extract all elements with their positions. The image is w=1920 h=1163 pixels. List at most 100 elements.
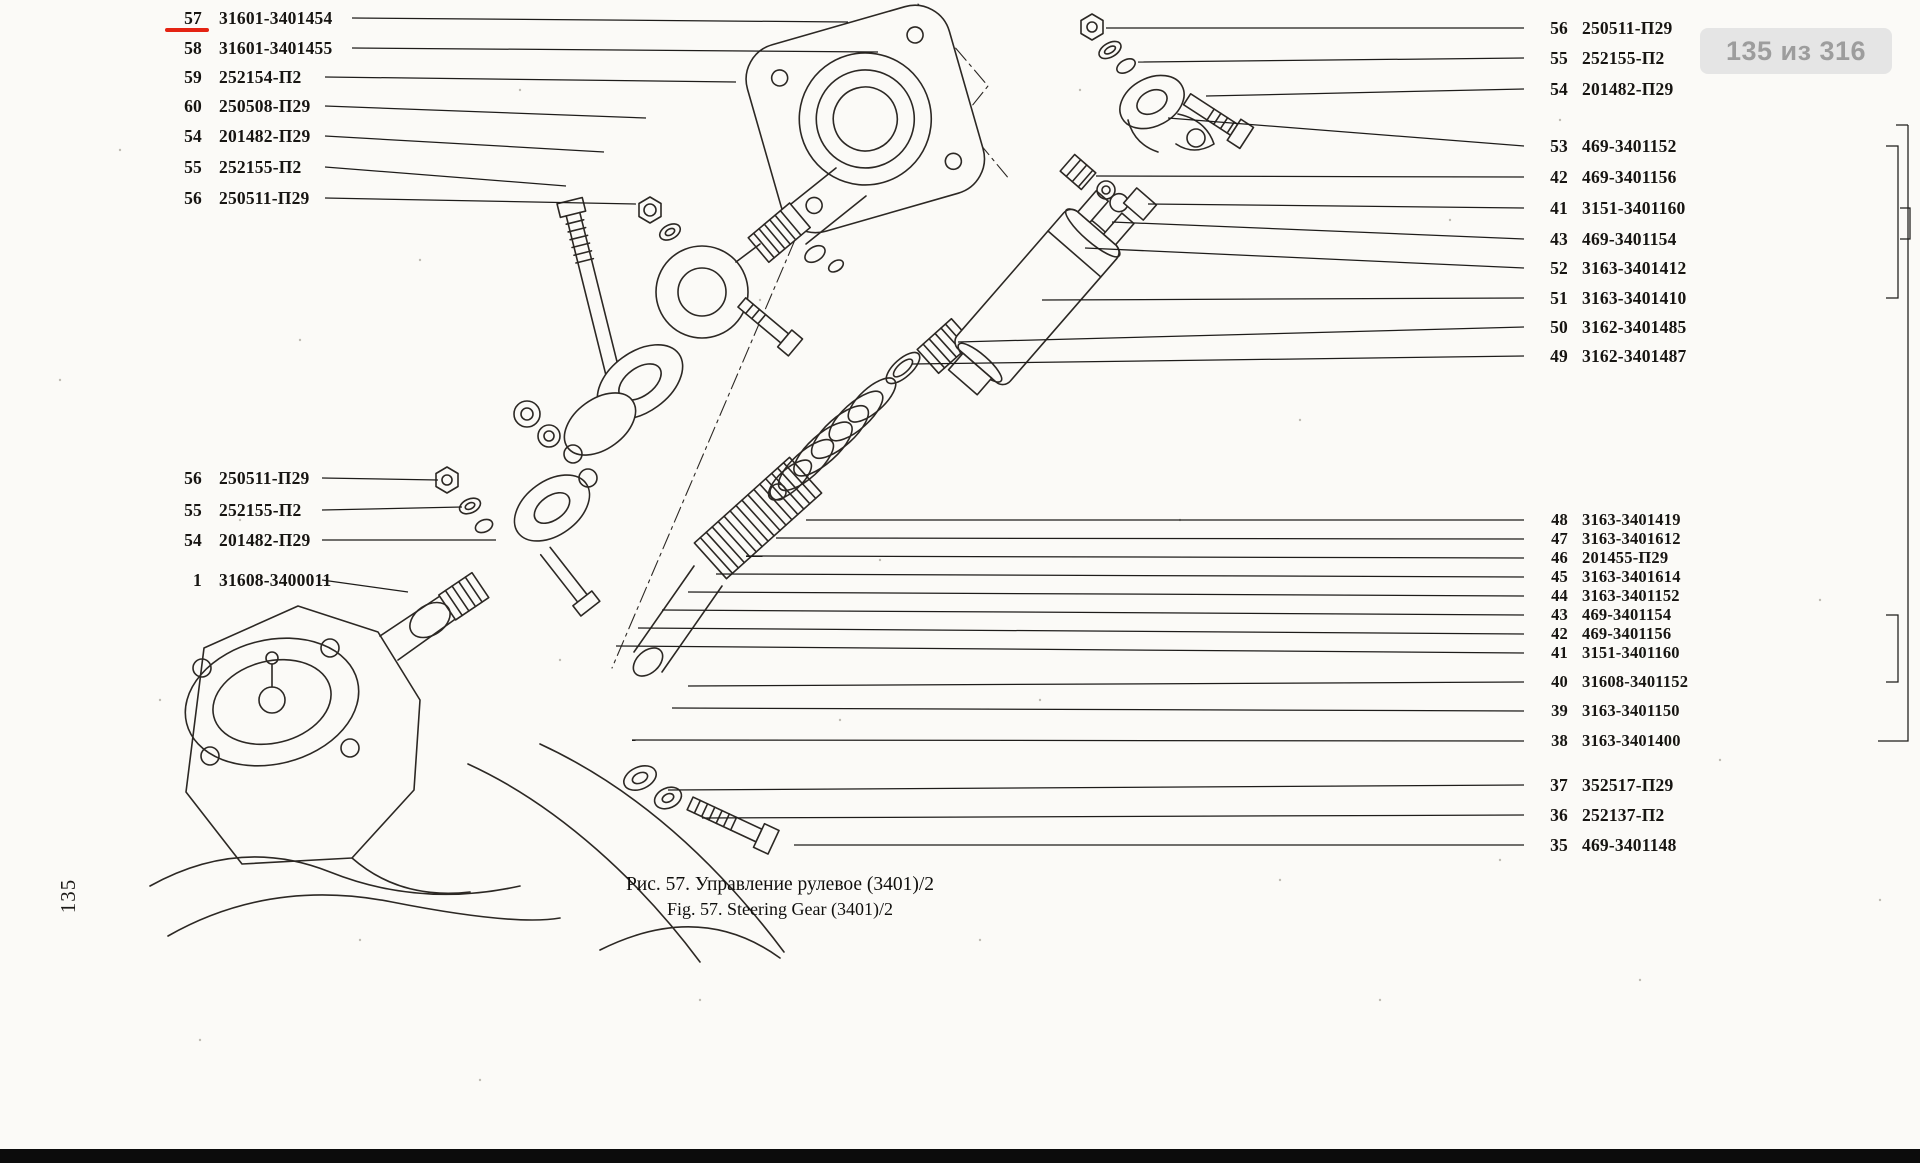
lower-yoke [513,468,601,617]
callout-ref: 56 [184,468,202,488]
callout-ref: 54 [184,530,202,550]
callout-ref: 58 [184,38,202,58]
callout-part: 201482-П29 [219,126,311,146]
callout-part: 250511-П29 [1582,18,1673,38]
flange-plate [745,4,986,273]
callout-row: 55 252155-П2 [1534,48,1665,69]
figure-caption-ru: Рис. 57. Управление рулевое (3401)/2 [625,874,935,895]
callout-ref: 41 [1550,198,1568,218]
callout-row: 52 3163-3401412 [1534,258,1686,279]
callout-ref: 59 [184,67,202,87]
callout-part: 3163-3401152 [1582,586,1680,605]
drawing [58,3,1882,1082]
callout-ref: 38 [1551,731,1568,750]
callout-row: 56 250511-П29 [172,188,309,209]
callout-part: 3163-3401412 [1582,258,1687,278]
steering-damper [947,189,1135,396]
callout-ref: 36 [1550,805,1568,825]
highlight-underline [165,28,209,32]
callout-part: 352517-П29 [1582,775,1674,795]
callout-row: 45 3163-3401614 [1534,567,1681,587]
top-right-yoke [1080,13,1255,153]
damper-bushes [1059,153,1158,221]
callout-part: 3163-3401400 [1582,731,1681,750]
callout-row: 48 3163-3401419 [1534,510,1681,530]
page-number-vertical: 135 [56,878,80,914]
callout-ref: 55 [1550,48,1568,68]
callout-part: 469-3401154 [1582,605,1672,624]
callout-part: 250511-П29 [219,468,310,488]
bottom-bolt-set [623,765,780,855]
callout-ref: 55 [184,157,202,177]
callout-part: 3151-3401160 [1582,643,1680,662]
leader-lines [321,17,1911,846]
upper-clamp [655,243,804,357]
callout-part: 252155-П2 [1582,48,1665,68]
callout-part: 252154-П2 [219,67,302,87]
callout-ref: 42 [1550,167,1568,187]
callout-ref: 43 [1550,229,1568,249]
callout-row: 59 252154-П2 [172,67,302,88]
callout-part: 252137-П2 [1582,805,1665,825]
callout-part: 469-3401156 [1582,167,1677,187]
callout-ref: 56 [184,188,202,208]
callout-ref: 54 [1550,79,1568,99]
callout-part: 3163-3401614 [1582,567,1681,586]
callout-row: 36 252137-П2 [1534,805,1665,826]
callout-part: 252155-П2 [219,500,302,520]
callout-ref: 46 [1551,548,1568,567]
callout-part: 3163-3401419 [1582,510,1681,529]
callout-part: 3163-3401410 [1582,288,1687,308]
callout-ref: 47 [1551,529,1568,548]
callout-row: 56 250511-П29 [172,468,309,489]
callout-ref: 37 [1550,775,1568,795]
callout-ref: 52 [1550,258,1568,278]
callout-part: 469-3401156 [1582,624,1672,643]
callout-row: 42 469-3401156 [1534,167,1677,188]
page-indicator-badge: 135 из 316 [1700,28,1892,74]
figure-caption-en: Fig. 57. Steering Gear (3401)/2 [667,899,893,919]
callout-row: 51 3163-3401410 [1534,288,1686,309]
callout-ref: 1 [193,570,202,590]
callout-ref: 51 [1550,288,1568,308]
callout-ref: 45 [1551,567,1568,586]
callout-ref: 35 [1550,835,1568,855]
callout-part: 3162-3401485 [1582,317,1687,337]
callout-part: 250511-П29 [219,188,310,208]
callout-part: 469-3401152 [1582,136,1677,156]
callout-ref: 54 [184,126,202,146]
callout-part: 31601-3401455 [219,38,333,58]
callout-ref: 57 [184,8,202,28]
callout-row: 54 201482-П29 [172,126,310,147]
callout-row: 38 3163-3401400 [1534,731,1681,751]
callout-ref: 40 [1551,672,1568,691]
small-fasteners [435,466,494,534]
callout-row: 54 201482-П29 [1534,79,1673,100]
callout-ref: 49 [1550,346,1568,366]
callout-part: 201482-П29 [1582,79,1674,99]
group-brackets [1878,124,1911,742]
callout-row: 37 352517-П29 [1534,775,1673,796]
callout-ref: 48 [1551,510,1568,529]
callout-ref: 55 [184,500,202,520]
callout-row: 43 469-3401154 [1534,605,1671,625]
callout-ref: 56 [1550,18,1568,38]
callout-ref: 43 [1551,605,1568,624]
callout-row: 1 31608-3400011 [172,570,331,591]
callout-part: 31608-3400011 [219,570,332,590]
callout-row: 55 252155-П2 [172,500,302,521]
callout-row: 58 31601-3401455 [172,38,332,59]
